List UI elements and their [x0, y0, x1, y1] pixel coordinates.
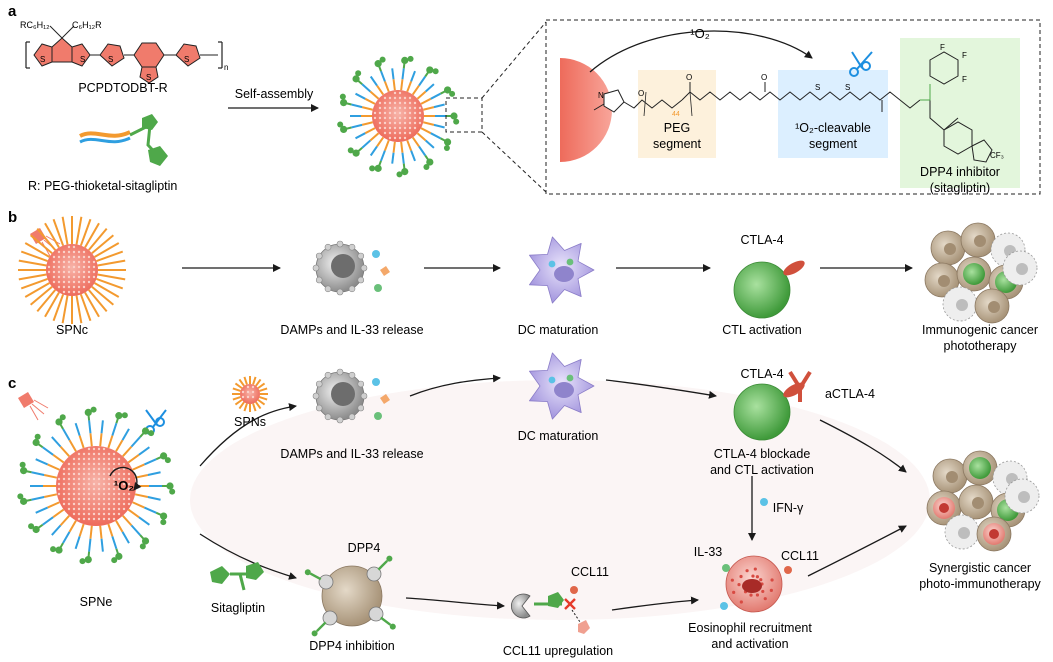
ccl11-upregulation-label: CCL11 upregulation	[503, 644, 613, 658]
atom-o-1: O	[638, 89, 644, 98]
panel-label-a: a	[8, 3, 17, 20]
peg-thioketal-chain	[593, 51, 993, 163]
panel-label-c: c	[8, 375, 16, 392]
singlet-oxygen-label: ¹O₂	[690, 26, 710, 41]
b-step4-line1: Immunogenic cancer	[922, 323, 1038, 337]
spne-nanoparticle-icon	[17, 406, 176, 565]
eosinophil-icon	[720, 555, 792, 613]
ctl-cell-icon	[733, 260, 805, 319]
eosinophil-line2: and activation	[711, 637, 788, 651]
sidechain-right: C₆H₁₂R	[72, 20, 102, 30]
atom-s-5: S	[184, 55, 189, 64]
dpp4-label: DPP4	[348, 541, 381, 555]
pathway-background	[190, 380, 930, 620]
c-ctla4-label: CTLA-4	[740, 367, 783, 381]
r-group-icon	[79, 114, 168, 166]
spnc-nanoparticle-icon	[18, 216, 126, 324]
ccl11-upregulation-icon	[510, 586, 590, 634]
b-step4-line2: phototherapy	[944, 339, 1018, 353]
dpp4-inhibition-label: DPP4 inhibition	[309, 639, 395, 653]
ccl11-top-label: CCL11	[571, 565, 609, 579]
tumor-cluster-icon	[924, 222, 1038, 324]
atom-o-3: O	[761, 73, 767, 82]
atom-s-1: S	[40, 55, 45, 64]
ccl11-right-label: CCL11	[781, 549, 819, 563]
peg-segment-line2: segment	[653, 137, 701, 151]
b-step3-label: CTL activation	[722, 323, 801, 337]
atom-s-b: S	[845, 83, 850, 92]
atom-s-a: S	[815, 83, 820, 92]
inhibitor-line1: DPP4 inhibitor	[920, 165, 1000, 179]
repeat-n: n	[224, 63, 228, 72]
dying-tumor-cell-icon	[312, 368, 390, 424]
blockade-line2: and CTL activation	[710, 463, 814, 477]
b-ctla4-label: CTLA-4	[740, 233, 783, 247]
atom-n: N	[598, 91, 604, 100]
polymer-name: PCPDTODBT-R	[78, 81, 167, 95]
atom-cf3: CF₃	[990, 151, 1004, 160]
zoom-box	[545, 19, 1041, 195]
ifn-label: IFN-γ	[773, 501, 804, 515]
atom-f-3: F	[962, 75, 967, 84]
eosinophil-line1: Eosinophil recruitment	[688, 621, 812, 635]
b-step2-label: DC maturation	[518, 323, 599, 337]
cleavable-line2: segment	[809, 137, 857, 151]
sitagliptin-structure	[920, 84, 931, 101]
ifn-gamma-dot	[760, 498, 768, 506]
peg-segment-line1: PEG	[664, 121, 690, 135]
spnc-label: SPNc	[56, 323, 88, 337]
inhibitor-box	[900, 38, 1020, 188]
spns-label: SPNs	[234, 415, 266, 429]
antibody-label: aCTLA-4	[825, 387, 875, 401]
dendritic-cell-icon	[529, 352, 595, 420]
inhibitor-line2: (sitagliptin)	[930, 181, 990, 195]
spne-label: SPNe	[80, 595, 113, 609]
sitagliptin-label: Sitagliptin	[211, 601, 265, 615]
atom-s-2: S	[80, 55, 85, 64]
peg-repeat: 44	[672, 111, 680, 118]
self-assembly-label: Self-assembly	[235, 87, 314, 101]
sidechain-left: RC₆H₁₂	[20, 20, 50, 30]
cleavable-line1: ¹O₂-cleavable	[795, 121, 871, 135]
blockade-line1: CTLA-4 blockade	[714, 447, 811, 461]
cleavable-segment-box	[778, 70, 888, 158]
dpp4-cell-icon	[304, 555, 396, 637]
peg-segment-box	[638, 70, 716, 158]
dendritic-cell-icon	[529, 236, 595, 304]
c-singlet-oxygen: ¹O₂	[114, 478, 134, 493]
atom-o-2: O	[686, 73, 692, 82]
sitagliptin-icon	[210, 562, 264, 591]
antibody-icon	[788, 370, 812, 402]
final-line2: photo-immunotherapy	[919, 577, 1041, 591]
c-step1-label: DAMPs and IL-33 release	[280, 447, 423, 461]
atom-f-1: F	[940, 43, 945, 52]
b-step1-label: DAMPs and IL-33 release	[280, 323, 423, 337]
atom-s-4: S	[146, 73, 151, 82]
polymer-structure	[25, 25, 223, 84]
laser-lamp-icon	[18, 392, 49, 421]
scissors-icon	[849, 51, 873, 77]
atom-f-2: F	[962, 51, 967, 60]
atom-s-3: S	[108, 55, 113, 64]
c-step2-label: DC maturation	[518, 429, 599, 443]
tumor-cluster-icon	[926, 450, 1040, 552]
r-definition: R: PEG-thioketal-sitagliptin	[28, 179, 177, 193]
dying-tumor-cell-icon	[312, 240, 390, 296]
panel-label-b: b	[8, 209, 17, 226]
spns-nanoparticle-icon	[232, 376, 268, 412]
final-line1: Synergistic cancer	[929, 561, 1031, 575]
il33-label: IL-33	[694, 545, 723, 559]
nanoparticle-surface-icon	[560, 58, 612, 162]
nanoparticle-spn-icon	[337, 55, 460, 178]
